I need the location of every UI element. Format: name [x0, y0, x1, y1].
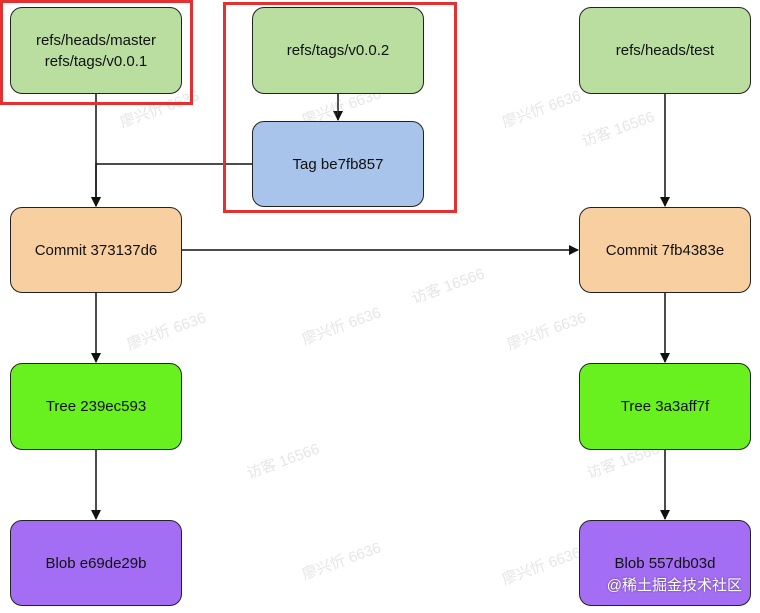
ref-master-line-1: refs/heads/master [35, 31, 157, 49]
highlight-box-tag-chain [223, 2, 457, 213]
ref-master-line-2: refs/tags/v0.0.1 [44, 52, 148, 70]
site-watermark: @稀土掘金技术社区 [606, 577, 742, 594]
ref-test-label: refs/heads/test [615, 42, 715, 59]
ref-tag-v002-label: refs/tags/v0.0.2 [286, 42, 390, 59]
commit-right-label: Commit 7fb4383e [605, 241, 725, 259]
blob-left-label: Blob e69de29b [45, 554, 147, 572]
tree-right-node: Tree 3a3aff7f [579, 363, 751, 450]
commit-left-node: Commit 373137d6 [10, 207, 182, 293]
ref-test-node: refs/heads/test [579, 7, 751, 94]
edge-tag-object-to-commit-left [91, 163, 252, 207]
highlight-box-master-ref [0, 0, 193, 105]
blob-right-label: Blob 557db03d [614, 554, 716, 572]
tag-object-label: Tag be7fb857 [292, 155, 384, 173]
tag-object-node: Tag be7fb857 [252, 121, 424, 207]
tree-left-label: Tree 239ec593 [45, 398, 147, 415]
ref-tag-v002-node: refs/tags/v0.0.2 [252, 7, 424, 94]
ref-master-node: refs/heads/master refs/tags/v0.0.1 [10, 7, 182, 94]
commit-left-label: Commit 373137d6 [34, 241, 158, 259]
tree-left-node: Tree 239ec593 [10, 363, 182, 450]
tree-right-label: Tree 3a3aff7f [620, 398, 710, 415]
commit-right-node: Commit 7fb4383e [579, 207, 751, 293]
blob-left-node: Blob e69de29b [10, 520, 182, 606]
blob-right-node: Blob 557db03d [579, 520, 751, 606]
